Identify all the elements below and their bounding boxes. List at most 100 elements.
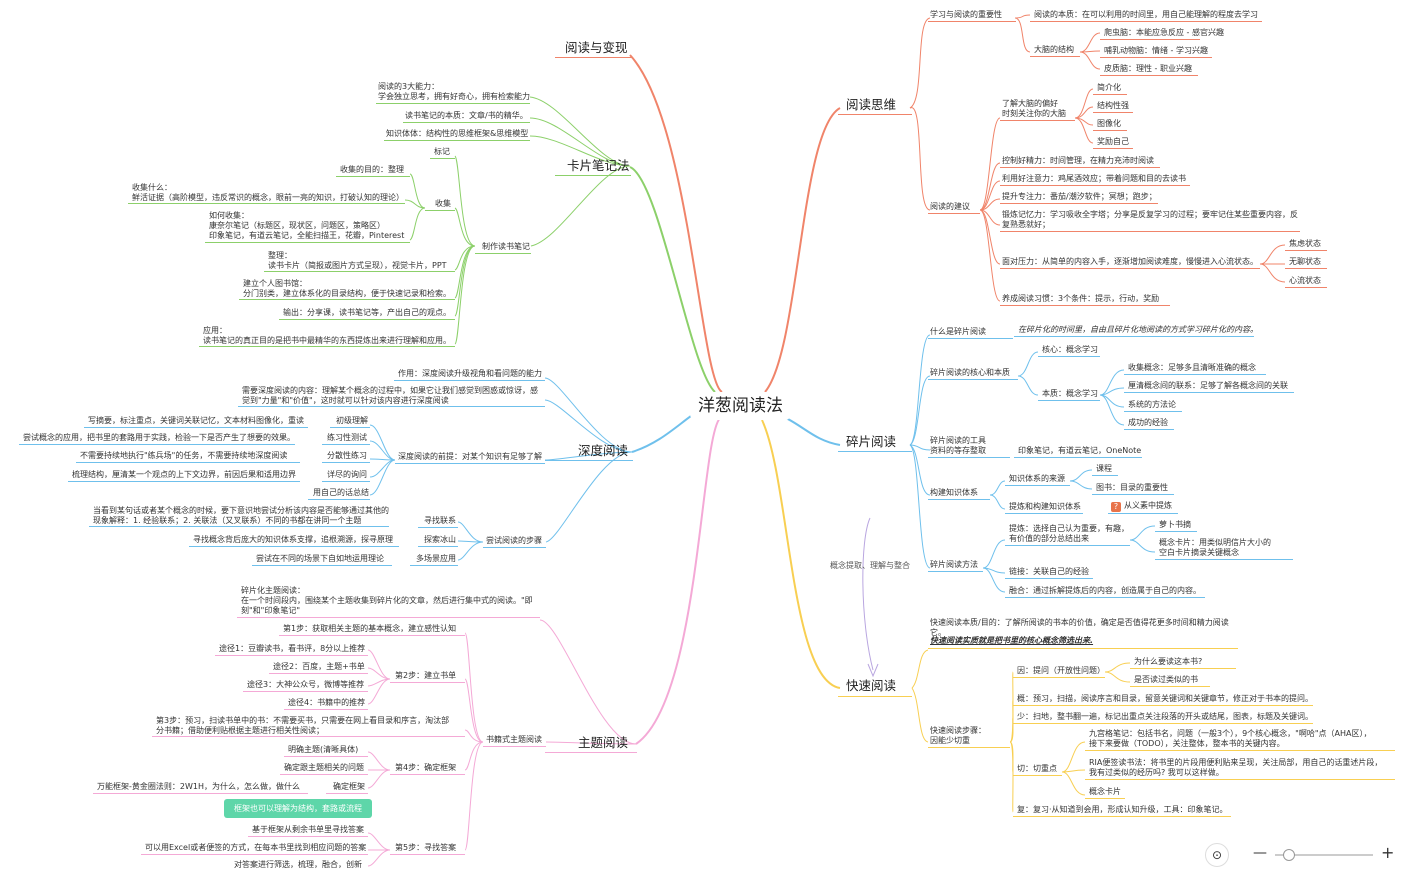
branch-fragment-reading[interactable]: 碎片阅读 (846, 434, 897, 449)
node-apply[interactable]: 应用： 读书笔记的真正目的是把书中最精华的东西提炼出来进行理解和应用。 (203, 326, 451, 345)
node-frag-c21[interactable]: 收集概念：足够多且清晰准确的概念 (1128, 363, 1256, 372)
node-essence[interactable]: 阅读的本质：在可以利用的时间里，用自己能理解的程度去学习 (1034, 10, 1258, 19)
node-fast-head2[interactable]: 快速阅读实质就是把书里的核心概念筛选出来. (930, 636, 1094, 645)
branch-reading-monetization[interactable]: 阅读与变现 (565, 40, 628, 55)
node-deep-p4[interactable]: 梳理结构，厘清某一个观点的上下文边界，前因后果和适用边界 (72, 470, 296, 479)
node-way1[interactable]: 途径1：豆瓣读书，看书评，8分以上推荐 (219, 644, 366, 653)
branch-fast-reading[interactable]: 快速阅读 (846, 678, 897, 693)
node-answer2[interactable]: 可以用Excel或者便签的方式，在每本书里找到相应问题的答案 (145, 843, 367, 852)
node-brain-3[interactable]: 皮质脑：理性 - 职业兴趣 (1104, 64, 1192, 73)
relation-label[interactable]: 概念提取、理解与整合 (830, 561, 910, 570)
node-frag-core-1[interactable]: 核心：概念学习 (1042, 345, 1098, 354)
branch-deep-reading[interactable]: 深度阅读 (578, 443, 629, 458)
branch-card-notes[interactable]: 卡片笔记法 (567, 158, 630, 173)
branch-topic-reading[interactable]: 主题阅读 (578, 735, 629, 750)
node-advice-2[interactable]: 利用好注意力：鸡尾酒效应；带着问题和目的去读书 (1002, 174, 1186, 183)
node-frag-what[interactable]: 什么是碎片阅读 (930, 327, 986, 336)
branch-reading-thinking[interactable]: 阅读思维 (846, 97, 897, 112)
node-deep-p4-label[interactable]: 详尽的询问 (327, 470, 367, 479)
node-advice-6[interactable]: 养成阅读习惯：3个条件：提示，行动，奖励 (1002, 294, 1160, 303)
node-advice-1[interactable]: 控制好精力：时间管理，在精力充沛时阅读 (1002, 156, 1154, 165)
node-sort[interactable]: 整理： 读书卡片（简报或图片方式呈现），视觉卡片，PPT (268, 251, 447, 270)
node-pref-1[interactable]: 简介化 (1097, 83, 1121, 92)
node-deep-role[interactable]: 作用：深度阅读升级视角和看问题的能力 (398, 369, 542, 378)
node-frag-bk[interactable]: 提炼和构建知识体系 (1009, 502, 1081, 511)
node-frag-c22[interactable]: 厘清概念间的联系：足够了解各概念间的关联 (1128, 381, 1288, 390)
node-fast-cut[interactable]: 切：切重点 (1017, 764, 1057, 773)
node-pref-4[interactable]: 奖励自己 (1097, 137, 1129, 146)
node-topic-main[interactable]: 书籍式主题阅读 (486, 735, 542, 744)
node-step4[interactable]: 第4步：确定框架 (395, 763, 457, 772)
node-brain-2[interactable]: 哺乳动物脑：情绪 - 学习兴趣 (1104, 46, 1208, 55)
node-deep-s1[interactable]: 当看到某句话或者某个概念的时候，要下意识地尝试分析该内容是否能够通过其他的 现象… (93, 506, 389, 525)
node-deep-p3[interactable]: 不需要持续地执行"练兵场"的任务，不需要持续地深度阅读 (80, 451, 288, 460)
node-fast-q2[interactable]: 是否读过类似的书 (1134, 675, 1198, 684)
node-advice-3[interactable]: 提升专注力：番茄/潮汐软件；冥想；跑步； (1002, 192, 1157, 201)
node-deep-p1-label[interactable]: 初级理解 (336, 416, 368, 425)
node-deep-s2[interactable]: 寻找概念背后庞大的知识体系支撑，追根溯源，探寻原理 (193, 535, 393, 544)
node-brain-1[interactable]: 爬虫脑：本能应急反应 - 感官兴趣 (1104, 28, 1224, 37)
node-deep-p3-label[interactable]: 分散性练习 (327, 451, 367, 460)
node-collect-purpose[interactable]: 收集的目的：整理 (340, 165, 404, 174)
node-fast-q1[interactable]: 为什么要读这本书? (1134, 657, 1203, 666)
node-brain-structure[interactable]: 大脑的结构 (1034, 45, 1074, 54)
node-step2[interactable]: 第2步：建立书单 (395, 671, 457, 680)
node-fast-cut2[interactable]: RIA便签读书法：将书里的片段用便利贴来呈现，关注局部，用自己的话重述片段， 我… (1089, 758, 1383, 777)
node-frag-core-2[interactable]: 本质：概念学习 (1042, 389, 1098, 398)
node-collect-how[interactable]: 如何收集： 康奈尔笔记（标题区，现状区，问题区，策略区） 印象笔记，有道云笔记，… (209, 211, 405, 240)
node-frag-m3[interactable]: 融合：通过拆解提炼后的内容，创造属于自己的内容。 (1009, 586, 1201, 595)
node-pref-2[interactable]: 结构性强 (1097, 101, 1129, 110)
node-library[interactable]: 建立个人图书馆： 分门别类，建立体系化的目录结构，便于快速记录和检索。 (243, 279, 451, 298)
node-frag-m1a[interactable]: 萝卜书摘 (1159, 520, 1191, 529)
node-frag-m1b[interactable]: 概念卡片：用类似明信片大小的 空白卡片摘录关键概念 (1159, 538, 1271, 557)
node-deep-premise[interactable]: 深度阅读的前提：对某个知识有足够了解 (398, 452, 542, 461)
node-way4[interactable]: 途径4：书籍中的推荐 (288, 698, 366, 707)
node-way2[interactable]: 途径2：百度，主题+书单 (273, 662, 365, 671)
node-make-notes[interactable]: 制作读书笔记 (482, 242, 530, 251)
node-fast-head[interactable]: 快速阅读本质/目的：了解所阅读的书本的价值，确定是否值得花更多时间和精力阅读 它… (930, 618, 1229, 637)
node-frag-method[interactable]: 碎片阅读方法 (930, 560, 978, 569)
node-frame2[interactable]: 确定跟主题相关的问题 (284, 763, 364, 772)
node-importance[interactable]: 学习与阅读的重要性 (930, 10, 1002, 19)
node-frag-src2[interactable]: 图书：目录的重要性 (1096, 483, 1168, 492)
node-advice[interactable]: 阅读的建议 (930, 202, 970, 211)
node-fast-cut3[interactable]: 概念卡片 (1089, 787, 1121, 796)
node-advice-5[interactable]: 面对压力：从简单的内容入手，逐渐增加阅读难度，慢慢进入心流状态。 (1002, 257, 1258, 266)
node-frag-bk-value[interactable]: ?从义素中提炼 (1111, 501, 1172, 512)
node-frame1[interactable]: 明确主题(清晰具体) (288, 745, 359, 754)
node-answer3[interactable]: 对答案进行筛选，梳理，融合，创新 (234, 860, 362, 869)
node-frag-c24[interactable]: 成功的经验 (1128, 418, 1168, 427)
node-frag-c23[interactable]: 系统的方法论 (1128, 400, 1176, 409)
zoom-slider-track[interactable] (1275, 854, 1373, 856)
node-fast-steps[interactable]: 快速阅读步骤： 因能少切重 (930, 726, 986, 745)
node-note-essence[interactable]: 读书笔记的本质：文章/书的精华。 (405, 111, 528, 120)
root-topic[interactable]: 洋葱阅读法 (690, 392, 791, 420)
node-flow-2[interactable]: 无聊状态 (1289, 257, 1321, 266)
node-mark[interactable]: 标记 (434, 147, 450, 156)
node-output[interactable]: 输出：分享课，读书笔记等，产出自己的观点。 (283, 308, 451, 317)
node-flow-1[interactable]: 焦虑状态 (1289, 239, 1321, 248)
node-fast-s[interactable]: 少：扫地，整书翻一遍，标记出重点关注段落的开头或结尾，图表，标题及关键词。 (1017, 712, 1313, 721)
node-frag-src[interactable]: 知识体系的来源 (1009, 474, 1065, 483)
node-frag-src1[interactable]: 课程 (1096, 464, 1112, 473)
node-fast-rev[interactable]: 复：复习·从知道到会用，形成认知升级，工具：印象笔记。 (1017, 805, 1228, 814)
zoom-slider-handle[interactable] (1283, 849, 1295, 861)
node-deep-needs[interactable]: 需要深度阅读的内容：理解某个概念的过程中，如果它让我们感觉到困惑或惊讶，感 觉到… (242, 386, 538, 405)
node-fast-g[interactable]: 概：预习，扫描，阅读序言和目录，留意关键词和关键章节，修正对于书本的提问。 (1017, 694, 1313, 703)
node-deep-p5[interactable]: 用自己的话总结 (313, 488, 369, 497)
node-collect[interactable]: 收集 (435, 199, 451, 208)
zoom-out-button[interactable]: — (1253, 845, 1267, 861)
node-frame3[interactable]: 万能框架-黄金圈法则：2W1H，为什么，怎么做，做什么 (97, 782, 300, 791)
zoom-in-button[interactable]: + (1381, 843, 1395, 862)
node-way3[interactable]: 途径3：大神公众号，微博等推荐 (247, 680, 365, 689)
node-fast-cut1[interactable]: 九宫格笔记：包括书名，问题（一般3个），9个核心概念，"啊哈"点（AHA区）， … (1089, 729, 1372, 748)
node-answer1[interactable]: 基于框架从剩余书单里寻找答案 (252, 825, 364, 834)
fit-view-button[interactable]: ⊙ (1205, 843, 1229, 867)
node-deep-s3-label[interactable]: 多场景应用 (416, 554, 456, 563)
node-topic-intro[interactable]: 碎片化主题阅读： 在一个时间段内，围绕某个主题收集到碎片化的文章，然后进行集中式… (241, 586, 533, 615)
node-frag-what-value[interactable]: 在碎片化的时间里，自由且碎片化地阅读的方式学习碎片化的内容。 (1018, 325, 1258, 334)
node-deep-s1-label[interactable]: 寻找联系 (424, 516, 456, 525)
node-deep-steps[interactable]: 尝试阅读的步骤 (486, 536, 542, 545)
node-frag-core[interactable]: 碎片阅读的核心和本质 (930, 368, 1010, 377)
node-frag-tool[interactable]: 碎片阅读的工具 资料的等存整取 (930, 436, 986, 455)
